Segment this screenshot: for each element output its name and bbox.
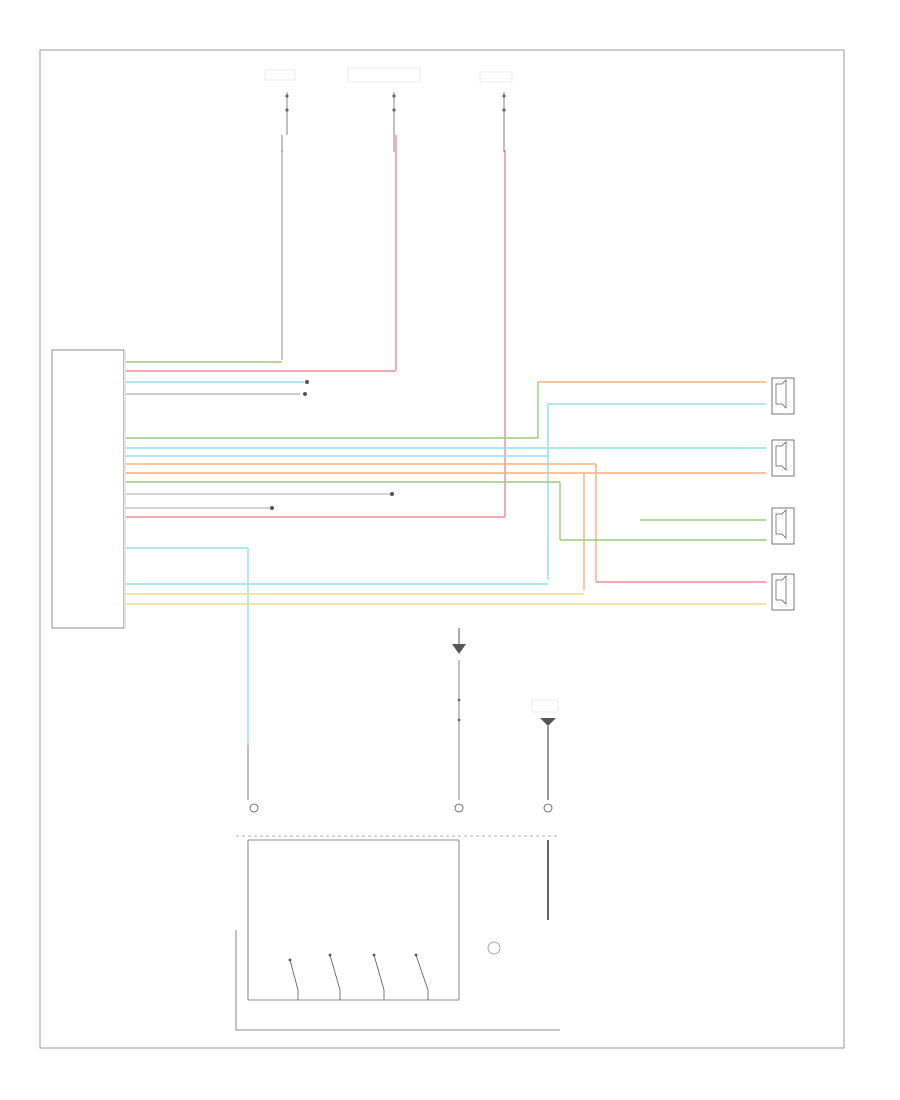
switch-3 (372, 953, 385, 1000)
radio-connector (51, 349, 126, 629)
speaker-right-front (771, 507, 795, 545)
diagram-frame (39, 49, 845, 1049)
speaker-left-rear (771, 439, 795, 477)
connector-symbol (487, 941, 501, 955)
ground-symbol-right (531, 699, 559, 800)
top-feed-middle (347, 67, 421, 370)
top-feed-right (479, 71, 513, 517)
switch-1 (288, 958, 299, 1000)
switch-2 (328, 953, 341, 1000)
ground-symbol (452, 628, 466, 654)
top-feed-left (264, 69, 296, 360)
switch-4 (414, 953, 429, 1000)
speaker-left-front (771, 377, 795, 415)
speaker-right-rear (771, 573, 795, 611)
